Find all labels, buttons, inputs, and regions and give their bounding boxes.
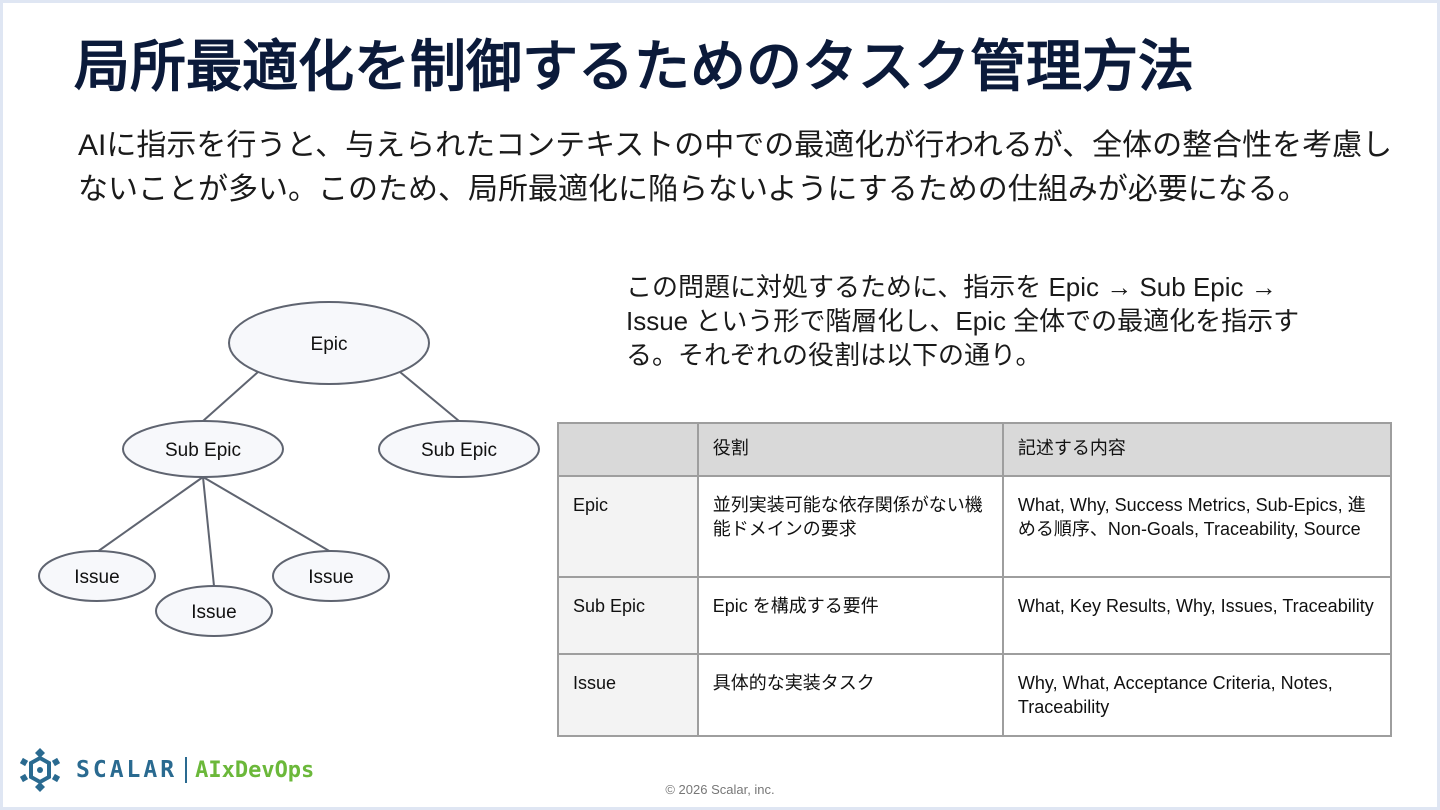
node-epic [228, 301, 430, 385]
node-subepic-right [378, 420, 540, 478]
hierarchy-diagram: Epic Sub Epic Sub Epic Issue Issue Issue [38, 301, 540, 637]
intro-text: AIに指示を行うと、与えられたコンテキストの中での最適化が行われるが、全体の整合… [78, 129, 1393, 206]
table-row-label: Sub Epic [557, 576, 699, 655]
edge-subepic-issue-3 [202, 476, 332, 553]
node-subepic-left-label: Sub Epic [165, 440, 241, 461]
node-epic-label: Epic [311, 334, 348, 355]
table-header-cell: 記述する内容 [1001, 422, 1393, 477]
table-cell-role: 並列実装可能な依存関係がない機能ドメインの要求 [696, 475, 1004, 578]
brand-name: SCALAR [76, 757, 178, 783]
node-subepic-right-label: Sub Epic [421, 440, 497, 461]
edge-epic-subepic-left [202, 371, 259, 422]
node-issue-2 [155, 585, 273, 637]
scalar-logo-icon [19, 748, 61, 792]
node-issue-3 [272, 550, 390, 602]
roles-table: 役割 記述する内容 Epic 並列実装可能な依存関係がない機能ドメインの要求 W… [557, 422, 1393, 737]
table-cell-content: Why, What, Acceptance Criteria, Notes, T… [1001, 653, 1393, 737]
node-issue-1 [38, 550, 156, 602]
table-cell-role: 具体的な実装タスク [696, 653, 1004, 737]
tree-edges [96, 371, 460, 587]
table-row-label: Issue [557, 653, 699, 737]
node-subepic-left [122, 420, 284, 478]
node-issue-2-label: Issue [191, 602, 236, 623]
edge-subepic-issue-1 [96, 476, 204, 553]
brand-separator [185, 757, 188, 783]
table-row: Epic 並列実装可能な依存関係がない機能ドメインの要求 What, Why, … [557, 475, 1393, 578]
node-issue-1-label: Issue [74, 567, 119, 588]
table-cell-content: What, Why, Success Metrics, Sub-Epics, 進… [1001, 475, 1393, 578]
company-logo: SCALAR AIxDevOps [16, 746, 314, 794]
table-cell-role: Epic を構成する要件 [696, 576, 1004, 655]
table-row: Issue 具体的な実装タスク Why, What, Acceptance Cr… [557, 653, 1393, 737]
table-row: Sub Epic Epic を構成する要件 What, Key Results,… [557, 576, 1393, 655]
table-cell-content: What, Key Results, Why, Issues, Traceabi… [1001, 576, 1393, 655]
edge-subepic-issue-2 [202, 476, 215, 587]
brand-tagline: AIxDevOps [195, 757, 315, 783]
table-row-label: Epic [557, 475, 699, 578]
table-header-row: 役割 記述する内容 [557, 422, 1393, 477]
node-issue-3-label: Issue [308, 567, 353, 588]
description-text: この問題に対処するために、指示を Epic → Sub Epic → Issue… [626, 272, 1300, 370]
edge-epic-subepic-right [399, 371, 460, 422]
table-header-cell: 役割 [696, 422, 1004, 477]
slide-title: 局所最適化を制御するためのタスク管理方法 [74, 35, 1194, 98]
table-header-cell [557, 422, 699, 477]
copyright-text: © 2026 Scalar, inc. [665, 782, 775, 797]
